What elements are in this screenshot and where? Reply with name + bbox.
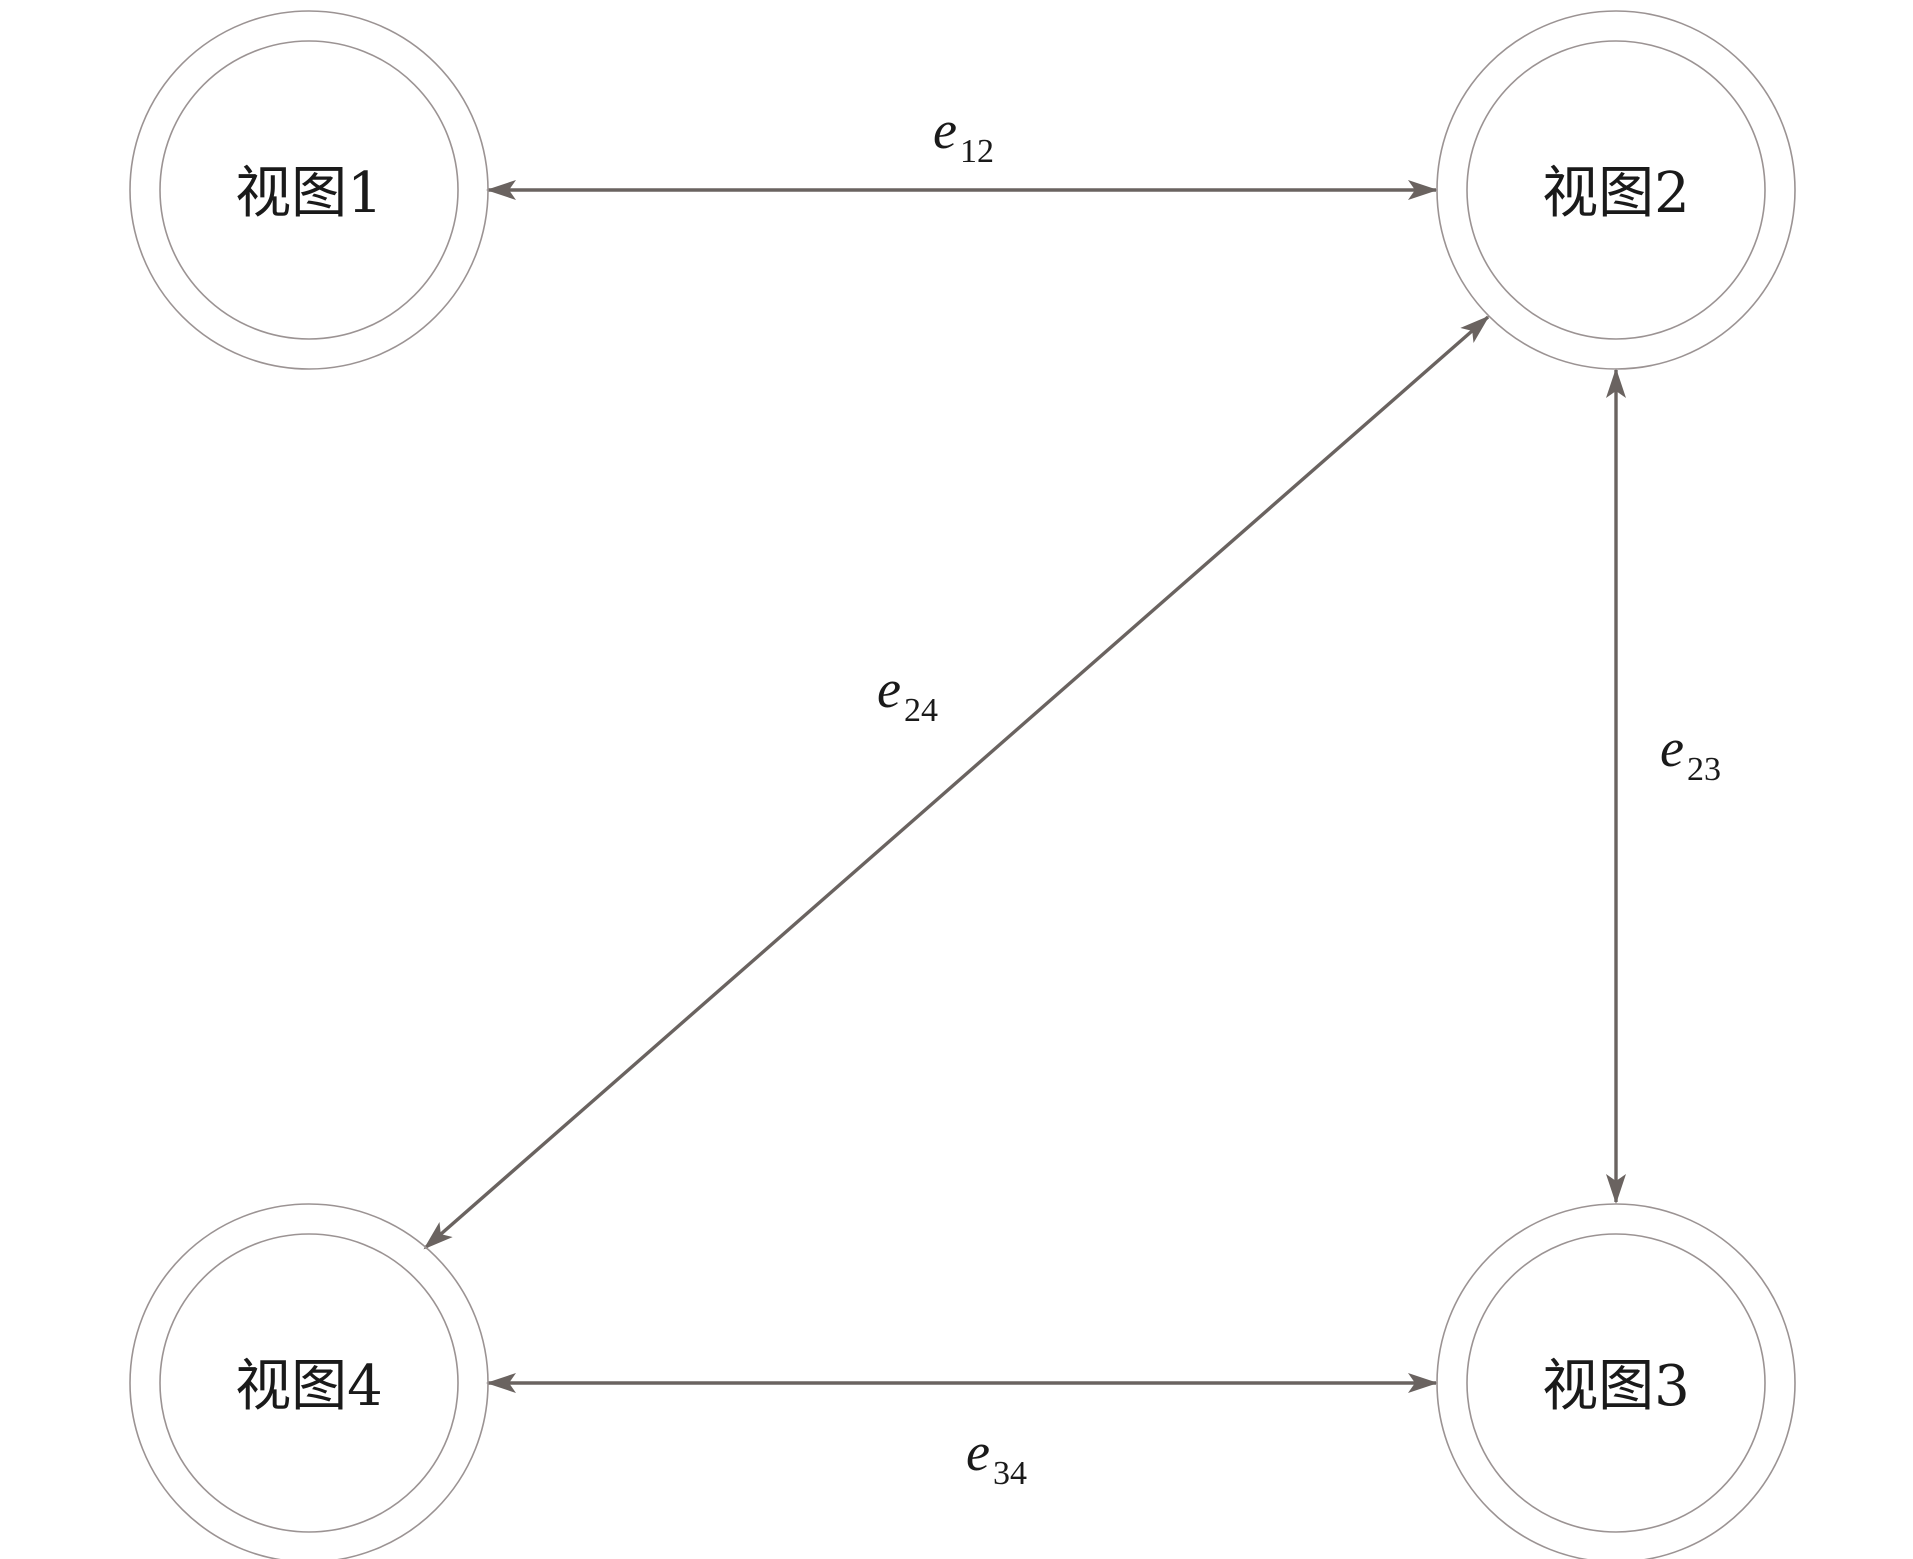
edge-e23-label: e23 bbox=[1660, 718, 1721, 788]
edge-e12-symbol: e bbox=[933, 100, 957, 160]
edge-e24-symbol: e bbox=[877, 659, 901, 719]
edge-e12-label: e12 bbox=[933, 100, 994, 170]
node-view2-outer-ring bbox=[1436, 10, 1796, 370]
node-view1: 视图1 bbox=[129, 10, 489, 370]
edge-e24-label: e24 bbox=[877, 659, 938, 729]
node-view3-outer-ring bbox=[1436, 1203, 1796, 1559]
node-view1-outer-ring bbox=[129, 10, 489, 370]
node-view2-label: 视图2 bbox=[1542, 161, 1690, 226]
edge-e24-arrow bbox=[423, 315, 1490, 1250]
node-view3: 视图3 bbox=[1436, 1203, 1796, 1559]
node-view1-inner-ring bbox=[159, 40, 459, 340]
edge-e24-subscript: 24 bbox=[904, 692, 938, 729]
node-view3-label: 视图3 bbox=[1542, 1354, 1690, 1419]
edges-layer bbox=[423, 180, 1626, 1393]
edge-e34-subscript: 34 bbox=[993, 1455, 1027, 1492]
edge-e23-subscript: 23 bbox=[1687, 751, 1721, 788]
node-view4-label: 视图4 bbox=[235, 1354, 383, 1419]
node-view4-outer-ring bbox=[129, 1203, 489, 1559]
edge-e23-symbol: e bbox=[1660, 718, 1684, 778]
node-view2: 视图2 bbox=[1436, 10, 1796, 370]
node-view2-inner-ring bbox=[1466, 40, 1766, 340]
edge-e34-label: e34 bbox=[966, 1422, 1027, 1492]
node-view3-inner-ring bbox=[1466, 1233, 1766, 1533]
edge-e12-subscript: 12 bbox=[960, 133, 994, 170]
edge-e34-symbol: e bbox=[966, 1422, 990, 1482]
node-view4-inner-ring bbox=[159, 1233, 459, 1533]
node-view1-label: 视图1 bbox=[235, 161, 383, 226]
node-view4: 视图4 bbox=[129, 1203, 489, 1559]
